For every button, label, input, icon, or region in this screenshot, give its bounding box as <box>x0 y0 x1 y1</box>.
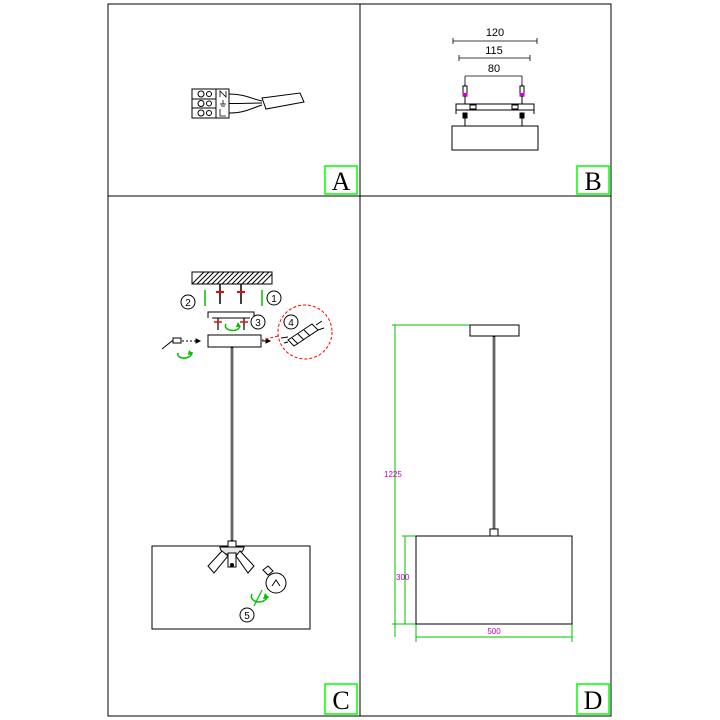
rotate-arrow-head-icon <box>236 322 241 327</box>
canopy <box>451 125 539 151</box>
bracket-c <box>207 311 255 319</box>
canopy-c <box>207 334 262 348</box>
dimension-lines-b <box>452 38 538 86</box>
step-2-label: 2 <box>185 298 191 309</box>
panel-c-label-box: C <box>324 683 358 715</box>
panel-c: 1 2 3 4 5 C <box>151 271 358 715</box>
canopy-d <box>469 324 520 337</box>
panel-b-label: B <box>584 167 601 196</box>
rotate-arrow-bulb-head-icon <box>263 593 269 599</box>
step-markers: 1 2 3 4 5 <box>180 290 299 623</box>
dimension-lines-d <box>392 324 573 642</box>
step-3-marker: 3 <box>250 314 266 330</box>
lamp-holders <box>207 540 255 574</box>
dimension-1225: 1225 <box>384 470 402 479</box>
rotate-arrow-left-head-icon <box>188 350 193 355</box>
screws-c <box>214 318 248 330</box>
power-cable <box>228 92 305 114</box>
step-3-label: 3 <box>255 318 261 329</box>
step-5-label: 5 <box>244 611 250 622</box>
side-screw-left <box>161 337 272 350</box>
step-1-label: 1 <box>271 294 277 305</box>
step-guides <box>204 290 263 306</box>
panel-d-label: D <box>584 686 603 715</box>
connector-detail-leader <box>261 335 279 341</box>
panel-a-label-box: A <box>324 165 358 196</box>
panel-d-label-box: D <box>576 683 610 715</box>
lampshade-d <box>415 535 573 625</box>
step-5-marker: 5 <box>239 607 255 623</box>
dimension-80: 80 <box>488 63 500 75</box>
panel-a-label: A <box>332 167 351 196</box>
panel-grid <box>107 3 612 717</box>
step-4-label: 4 <box>288 318 294 329</box>
ceiling-hatch <box>191 271 273 285</box>
dimension-300: 300 <box>396 573 410 582</box>
rotate-arrow-icon <box>224 323 241 332</box>
panel-b: 120 115 80 B <box>451 27 610 196</box>
ceiling-anchors <box>216 284 245 304</box>
bulb-insert-guide <box>253 589 263 607</box>
step-2-marker: 2 <box>180 294 196 310</box>
cable-grip-d <box>489 528 499 537</box>
panel-a: A <box>191 88 358 196</box>
step-1-marker: 1 <box>266 290 282 306</box>
terminal-block <box>191 88 230 119</box>
mounting-bracket <box>455 103 535 114</box>
light-bulb-icon <box>262 565 287 594</box>
step-4-marker: 4 <box>283 314 299 330</box>
panel-b-label-box: B <box>576 165 610 196</box>
panel-d: 1225 300 500 D <box>384 324 610 715</box>
dimension-500: 500 <box>487 627 501 636</box>
dimension-120: 120 <box>486 27 504 39</box>
panel-c-label: C <box>332 686 349 715</box>
terminal-markings <box>219 90 227 117</box>
dimension-115: 115 <box>485 45 503 57</box>
connector-detail <box>280 320 325 347</box>
